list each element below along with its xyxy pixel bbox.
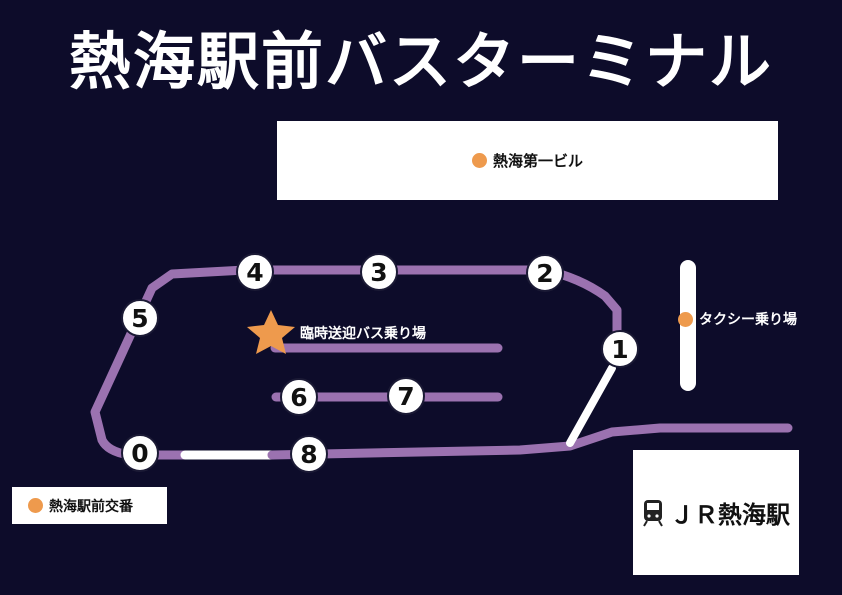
- bus-stop-8[interactable]: 8: [290, 435, 328, 473]
- bus-stop-6[interactable]: 6: [280, 378, 318, 416]
- bus-stop-5[interactable]: 5: [121, 299, 159, 337]
- train-icon: [643, 499, 663, 527]
- bus-stop-4[interactable]: 4: [236, 253, 274, 291]
- taxi-stand-label: タクシー乗り場: [678, 309, 797, 329]
- bus-stop-0[interactable]: 0: [121, 434, 159, 472]
- jr-station-box: ＪＲ熱海駅: [633, 450, 799, 575]
- orange-dot-icon: [678, 311, 693, 327]
- orange-dot-icon: [28, 498, 43, 513]
- bus-stop-3[interactable]: 3: [360, 253, 398, 291]
- temporary-bus-label: 臨時送迎バス乗り場: [300, 326, 426, 342]
- bus-route-loop: [90, 265, 622, 460]
- orange-dot-icon: [471, 153, 487, 168]
- bus-route-lower: [267, 423, 793, 460]
- first-building-label: 熱海第一ビル: [492, 152, 583, 170]
- jr-station-label: ＪＲ熱海駅: [670, 501, 790, 529]
- page-title: 熱海駅前バスターミナル: [68, 25, 773, 98]
- walkway-to-stop-1: [566, 364, 616, 447]
- star-icon: [247, 310, 295, 354]
- first-building: 熱海第一ビル: [277, 121, 778, 200]
- bus-stop-1[interactable]: 1: [601, 330, 639, 368]
- koban-box: 熱海駅前交番: [12, 487, 167, 524]
- bus-stop-7[interactable]: 7: [387, 377, 425, 415]
- bus-stop-2[interactable]: 2: [526, 254, 564, 292]
- koban-label: 熱海駅前交番: [49, 498, 133, 515]
